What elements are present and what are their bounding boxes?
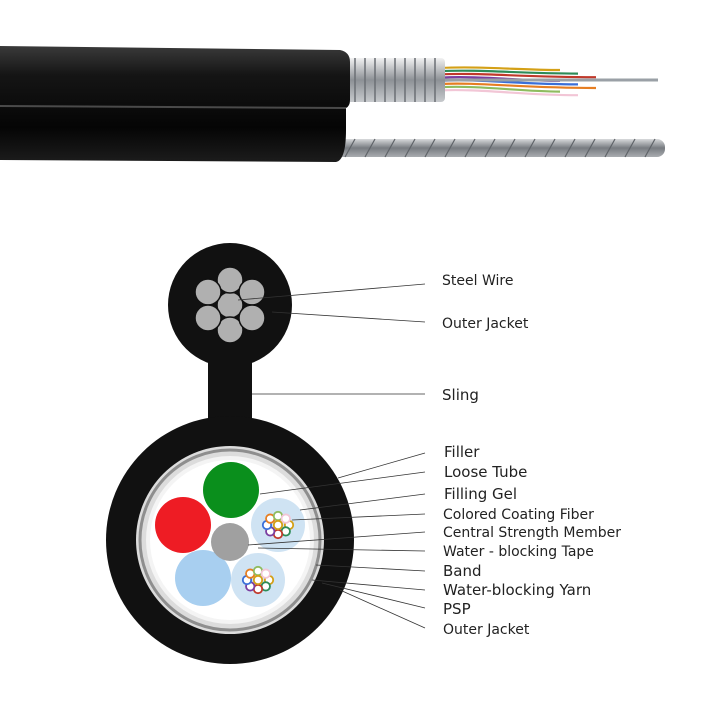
colored-fiber (260, 568, 271, 579)
optical-fiber (439, 66, 561, 72)
label-steel-wire: Steel Wire (442, 273, 513, 289)
optical-fiber (439, 69, 579, 75)
tube-red (155, 497, 211, 553)
tube-lightblue (175, 550, 231, 606)
label-filling-gel: Filling Gel (444, 485, 517, 503)
label-sling: Sling (442, 386, 479, 404)
label-psp: PSP (443, 600, 471, 618)
optical-fiber (439, 72, 597, 79)
colored-fiber (272, 519, 284, 531)
label-band: Band (443, 562, 482, 580)
label-outer-jacket-bottom: Outer Jacket (443, 622, 530, 638)
jacket-seam (0, 105, 347, 109)
cable-photo (0, 46, 665, 162)
tube-green (203, 462, 259, 518)
central-strength-member (211, 523, 249, 561)
cross-section-diagram: Steel Wire Outer Jacket Sling Filler Loo… (106, 243, 621, 664)
colored-fibers-top (261, 510, 295, 540)
label-filler: Filler (444, 443, 480, 461)
optical-fiber (439, 82, 597, 90)
steel-wire-strands (194, 266, 266, 344)
label-water-blocking-tape: Water - blocking Tape (443, 544, 594, 560)
leader-lines (237, 283, 426, 629)
armor-ribs (354, 58, 436, 102)
optical-fiber (439, 88, 579, 97)
cable-jacket (0, 46, 350, 162)
label-water-blocking-yarn: Water-blocking Yarn (443, 581, 591, 599)
colored-fibers-bottom (241, 565, 275, 595)
label-central-strength-member: Central Strength Member (443, 525, 621, 541)
steel-wire-twist-marks (344, 138, 656, 158)
colored-fiber (252, 574, 264, 586)
label-outer-jacket-top: Outer Jacket (442, 316, 529, 332)
optical-fiber (439, 85, 561, 93)
label-loose-tube: Loose Tube (444, 463, 527, 481)
steel-wire-strand (330, 139, 665, 157)
callout-labels: Steel Wire Outer Jacket Sling Filler Loo… (442, 273, 621, 638)
label-colored-coating-fiber: Colored Coating Fiber (443, 507, 594, 523)
colored-fiber (280, 513, 291, 524)
